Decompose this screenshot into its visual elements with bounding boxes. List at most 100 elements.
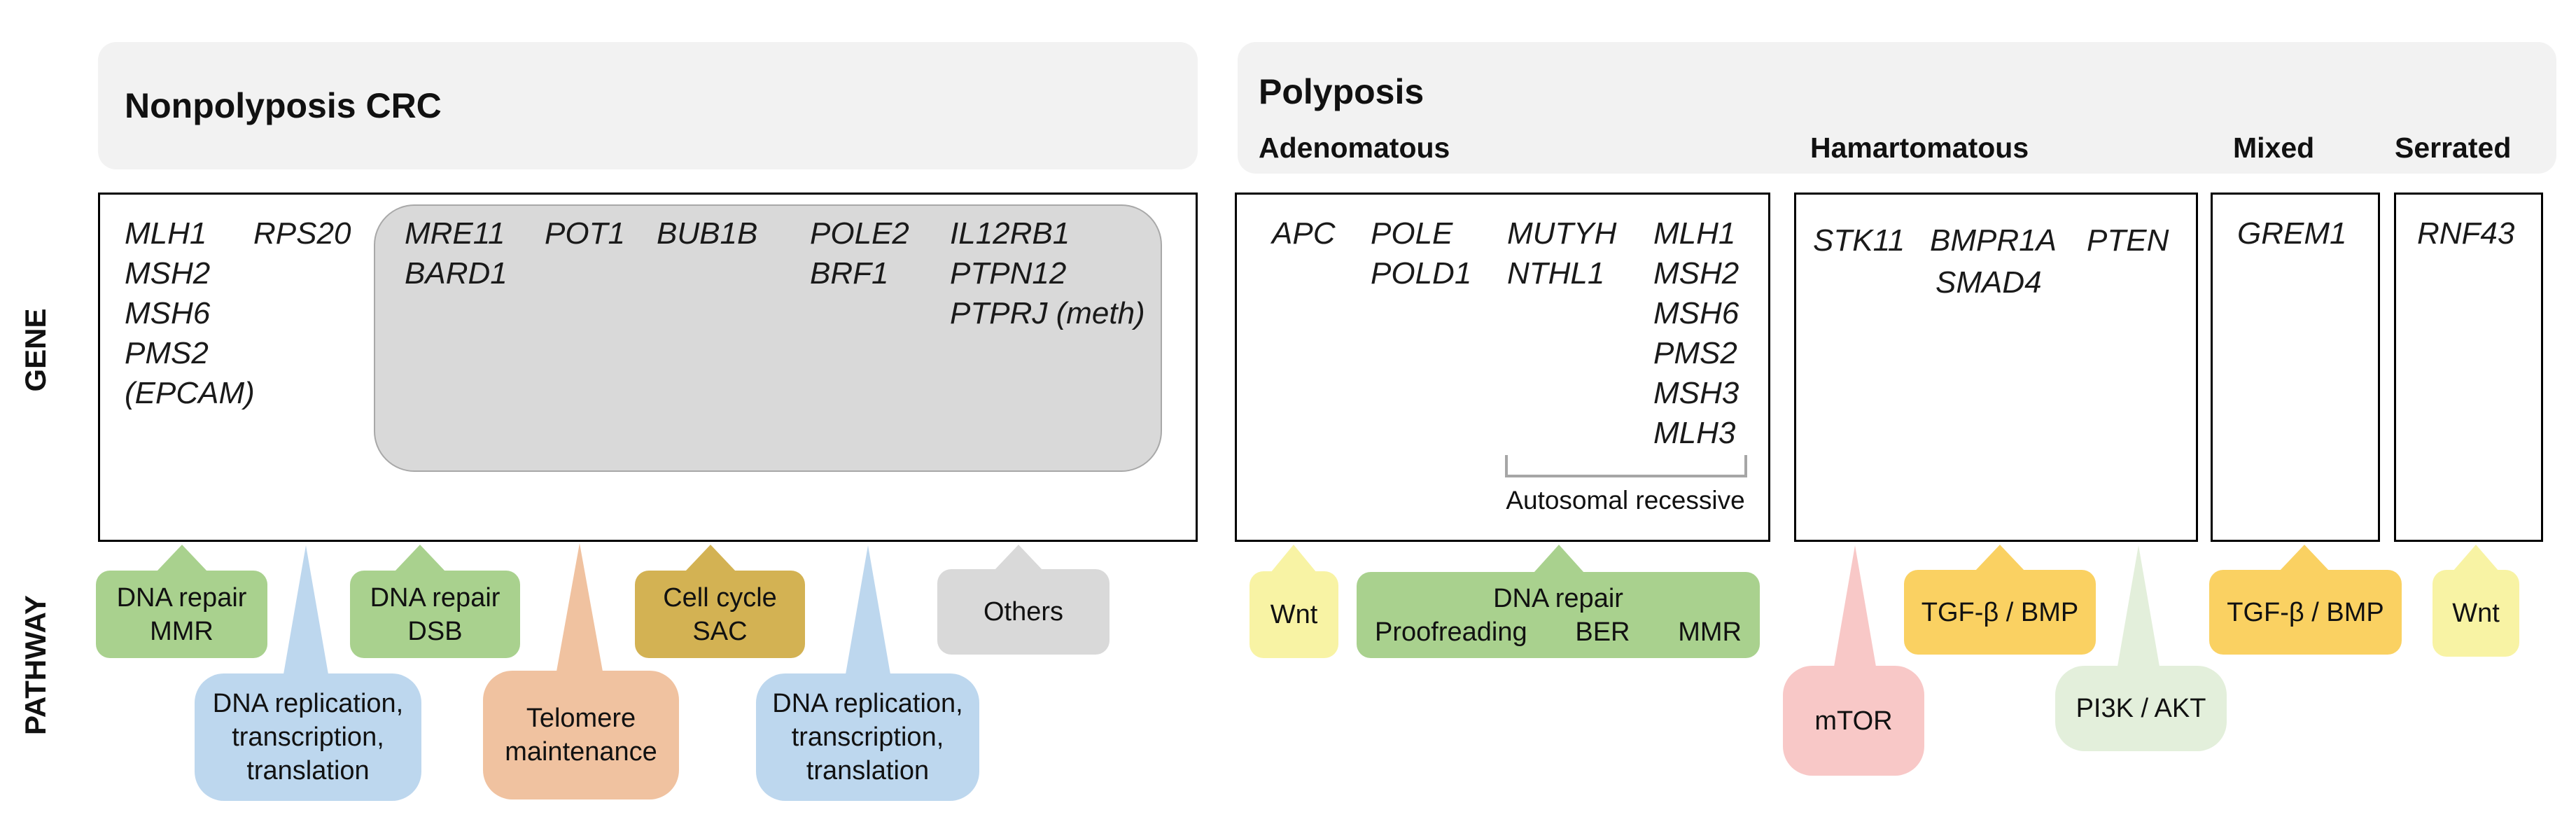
pathway-line: MMR: [150, 616, 214, 646]
tgf-bmp-2-pointer-icon: [2279, 545, 2330, 571]
telomere-pointer-icon: [556, 543, 603, 671]
dna-replication-1-pointer-icon: [284, 545, 328, 674]
pathway-dna-replication-2: DNA replication, transcription, translat…: [756, 673, 979, 801]
gene-grem1: GREM1: [2237, 216, 2347, 251]
pathway-line: Proofreading BER MMR: [1357, 615, 1760, 649]
gene-ptprj-meth: PTPRJ (meth): [950, 296, 1145, 330]
gene-pole: POLE: [1371, 216, 1453, 251]
pathway-line: Others: [983, 597, 1064, 627]
gene-brf1: BRF1: [810, 256, 889, 291]
gene-pole2: POLE2: [810, 216, 909, 251]
gene-il12rb1: IL12RB1: [950, 216, 1070, 251]
dna-repair-dsb-pointer-icon: [395, 545, 445, 571]
pathway-line: Wnt: [1270, 600, 1318, 629]
pathway-item: MMR: [1678, 617, 1742, 647]
pathway-pi3k-akt: PI3K / AKT: [2055, 666, 2227, 751]
gene-mlh1: MLH1: [125, 216, 207, 251]
gene-ad-pms2: PMS2: [1653, 336, 1737, 370]
gene-ad-mlh1: MLH1: [1653, 216, 1736, 251]
gene-nthl1: NTHL1: [1507, 256, 1605, 291]
pathway-line: TGF-β / BMP: [2227, 597, 2384, 627]
hamartomatous-gene-box: [1794, 193, 2198, 542]
category-adenomatous: Adenomatous: [1259, 132, 1450, 164]
dna-replication-2-pointer-icon: [846, 545, 890, 674]
category-mixed: Mixed: [2233, 132, 2315, 164]
gene-stk11: STK11: [1813, 223, 1905, 258]
tgf-bmp-1-pointer-icon: [1975, 545, 2025, 571]
adenomatous-gene-box: [1235, 193, 1770, 542]
pathway-line: mTOR: [1814, 706, 1893, 736]
gene-pold1: POLD1: [1371, 256, 1472, 291]
pathway-item: BER: [1575, 617, 1630, 647]
gene-axis-label: GENE: [19, 308, 52, 392]
gene-rnf43: RNF43: [2417, 216, 2515, 251]
pathway-dna-repair-dsb: DNA repair DSB: [350, 571, 520, 658]
pathway-line: DNA repair: [1493, 583, 1623, 613]
pathway-line: transcription,: [232, 722, 384, 752]
pathway-mtor: mTOR: [1783, 666, 1924, 776]
gene-mre11: MRE11: [405, 216, 505, 251]
gene-pms2: PMS2: [125, 336, 209, 370]
wnt-1-pointer-icon: [1270, 545, 1317, 573]
gene-msh6: MSH6: [125, 296, 211, 330]
pathway-line: Cell cycle: [663, 582, 777, 613]
polyposis-header: Polyposis: [1238, 42, 2556, 174]
pathway-dna-repair-mmr: DNA repair MMR: [96, 571, 267, 658]
pathway-line: transcription,: [791, 722, 944, 752]
pathway-wnt-1: Wnt: [1250, 571, 1338, 658]
pathway-others: Others: [937, 569, 1110, 655]
pathway-telomere: Telomere maintenance: [483, 671, 679, 799]
pathway-line: maintenance: [505, 737, 657, 767]
gene-apc: APC: [1272, 216, 1336, 251]
gene-epcam: (EPCAM): [125, 376, 255, 410]
gene-bard1: BARD1: [405, 256, 507, 291]
gene-pten: PTEN: [2087, 223, 2169, 258]
pathway-line: PI3K / AKT: [2076, 694, 2206, 723]
cell-cycle-sac-pointer-icon: [685, 545, 736, 571]
polyposis-title: Polyposis: [1259, 72, 1424, 111]
autosomal-recessive-label: Autosomal recessive: [1506, 486, 1745, 515]
gene-ad-msh6: MSH6: [1653, 296, 1740, 330]
category-serrated: Serrated: [2395, 132, 2512, 164]
mtor-pointer-icon: [1834, 545, 1876, 666]
gene-mutyh: MUTYH: [1507, 216, 1617, 251]
nonpolyposis-header: Nonpolyposis CRC: [98, 42, 1198, 169]
pathway-wnt-2: Wnt: [2432, 570, 2519, 657]
pathway-tgf-bmp-1: TGF-β / BMP: [1904, 570, 2096, 655]
pathway-cell-cycle-sac: Cell cycle SAC: [635, 571, 805, 658]
nonpolyposis-title: Nonpolyposis CRC: [125, 86, 442, 125]
pathway-line: DNA replication,: [212, 689, 404, 718]
gene-bmpr1a: BMPR1A: [1930, 223, 2057, 258]
gene-ad-mlh3: MLH3: [1653, 416, 1736, 450]
gene-smad4: SMAD4: [1935, 265, 2042, 300]
others-pointer-icon: [993, 545, 1044, 571]
pathway-line: Telomere: [526, 704, 636, 733]
autosomal-recessive-bracket: [1505, 455, 1747, 477]
pathway-line: translation: [246, 756, 370, 785]
pathway-dna-replication-1: DNA replication, transcription, translat…: [195, 673, 421, 801]
dna-repair-mmr-pointer-icon: [157, 545, 207, 571]
pathway-item: Proofreading: [1375, 617, 1527, 647]
nonpolyposis-subpanel: [374, 204, 1162, 472]
pathway-line: DSB: [407, 616, 463, 646]
pathway-tgf-bmp-2: TGF-β / BMP: [2209, 570, 2402, 655]
pathway-line: DNA repair: [116, 582, 247, 613]
pathway-line: TGF-β / BMP: [1921, 597, 2079, 627]
category-hamartomatous: Hamartomatous: [1810, 132, 2029, 164]
gene-pot1: POT1: [545, 216, 625, 251]
gene-rps20: RPS20: [253, 216, 351, 251]
gene-ptpn12: PTPN12: [950, 256, 1067, 291]
pathway-line: DNA repair: [370, 582, 500, 613]
gene-ad-msh2: MSH2: [1653, 256, 1740, 291]
pi3k-akt-pointer-icon: [2118, 545, 2160, 666]
pathway-axis-label: PATHWAY: [19, 595, 52, 735]
pathway-line: SAC: [692, 616, 748, 646]
mixed-gene-box: [2211, 193, 2380, 542]
pathway-line: DNA replication,: [772, 689, 963, 718]
gene-msh2: MSH2: [125, 256, 211, 291]
gene-ad-msh3: MSH3: [1653, 376, 1740, 410]
pathway-dna-repair-poly: DNA repair Proofreading BER MMR: [1357, 572, 1760, 658]
pathway-line: translation: [806, 756, 930, 785]
dna-repair-poly-pointer-icon: [1534, 545, 1584, 573]
